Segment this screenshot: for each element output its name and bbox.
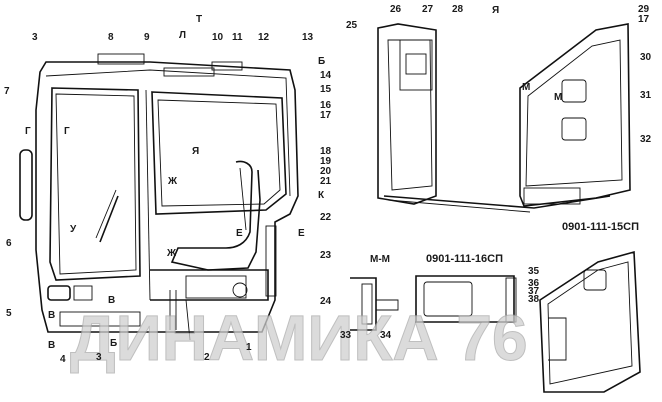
section-letter-k: К [318, 190, 325, 201]
callout-number: 16 [320, 100, 332, 111]
callout-number: 11 [232, 32, 243, 43]
section-letter-b: Б [318, 56, 325, 67]
view-label-ya: Я [492, 5, 499, 16]
callout-number: 3 [96, 352, 102, 363]
watermark-text: ДИНАМИКА 76 [70, 302, 528, 374]
callout-number: 36 [528, 278, 540, 289]
section-letter-l: Л [179, 30, 186, 41]
callout-number: 6 [6, 238, 12, 249]
callout-number: 19 [320, 156, 332, 167]
callout-number: 22 [320, 212, 332, 223]
section-label-mm: М-М [370, 254, 390, 265]
callout-number: 9 [144, 32, 150, 43]
section-letter-v-low: В [48, 340, 55, 351]
callout-number: 12 [258, 32, 270, 43]
callout-number: 28 [452, 4, 464, 15]
section-letters: Т Л Б Я Г Г Ж Ж К Е Е У В В В Б М М [25, 14, 562, 351]
callout-number: 33 [340, 330, 352, 341]
section-m-m-detail [350, 277, 399, 331]
callout-number: 34 [380, 330, 392, 341]
drawing-code-15sp: 0901-111-15СП [562, 221, 639, 233]
callout-number: 32 [640, 134, 652, 145]
callout-number: 18 [320, 146, 332, 157]
section-letter-e-right: Е [298, 228, 305, 239]
callout-number: 27 [422, 4, 434, 15]
section-letter-zh-low: Ж [166, 248, 177, 259]
section-letter-e-left: Е [236, 228, 243, 239]
section-letter-g-right: Г [64, 126, 70, 137]
callout-number: 3 [32, 32, 38, 43]
drawing-code-16sp: 0901-111-16СП [426, 253, 503, 265]
callout-number: 24 [320, 296, 332, 307]
callout-number: 14 [320, 70, 332, 81]
callout-number: 26 [390, 4, 402, 15]
section-letter-m-right: М [554, 92, 562, 103]
callout-number: 35 [528, 266, 540, 277]
cab-main-view [19, 53, 299, 341]
callout-number: 30 [640, 52, 652, 63]
callout-number: 7 [4, 86, 10, 97]
section-letter-t: Т [196, 14, 202, 25]
callout-number: 29 [638, 4, 650, 15]
callout-number: 37 [528, 286, 540, 297]
section-letter-g-left: Г [25, 126, 31, 137]
section-letter-m-small: М [522, 82, 530, 93]
cab-rear-view-lower [539, 250, 641, 393]
callout-number: 4 [60, 354, 66, 365]
callout-number: 8 [108, 32, 114, 43]
section-letter-u: У [70, 224, 77, 235]
callout-number: 25 [346, 20, 358, 31]
callout-number: 2 [204, 352, 210, 363]
callout-number: 17 [638, 14, 650, 25]
callout-number: 10 [212, 32, 224, 43]
callout-number: 1 [246, 342, 252, 353]
section-letter-ya: Я [192, 146, 199, 157]
callout-number: 15 [320, 84, 332, 95]
section-letter-v-left: В [48, 310, 55, 321]
section-letter-zh-mid: Ж [167, 176, 178, 187]
callout-number: 38 [528, 294, 540, 305]
cab-rear-view [519, 23, 631, 207]
callout-number: 17 [320, 110, 332, 121]
detail-16sp-view [415, 275, 517, 323]
callout-number: 21 [320, 176, 332, 187]
callout-number: 31 [640, 90, 652, 101]
callout-number: 13 [302, 32, 314, 43]
section-letter-b-low: Б [110, 338, 117, 349]
callout-number: 23 [320, 250, 332, 261]
callout-number: 5 [6, 308, 12, 319]
callout-number: 20 [320, 166, 332, 177]
section-letter-v-right: В [108, 295, 115, 306]
